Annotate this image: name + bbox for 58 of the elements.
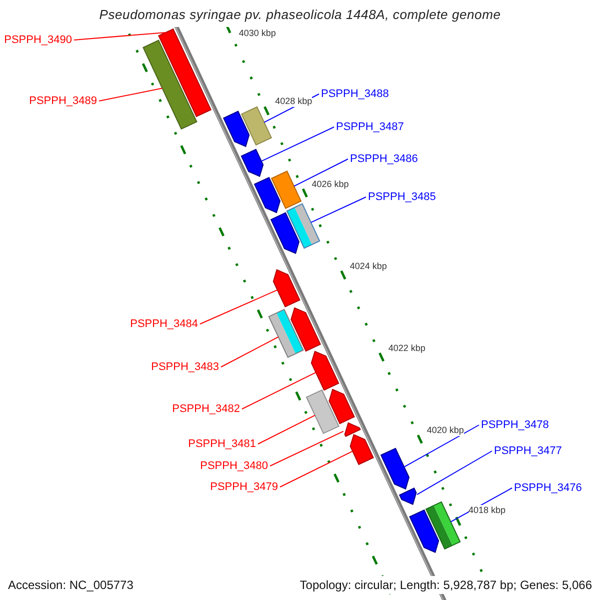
gene-label: PSPPH_3476 <box>514 481 582 495</box>
scale-label: 4022 kbp <box>388 342 426 354</box>
diagram-title: Pseudomonas syringae pv. phaseolicola 1448A, complete genome <box>99 7 501 24</box>
gene-label: PSPPH_3480 <box>200 459 268 473</box>
gene-label: PSPPH_3484 <box>130 317 198 331</box>
gene-label: PSPPH_3490 <box>4 33 72 47</box>
gene-label: PSPPH_3477 <box>494 444 562 458</box>
leader-line <box>280 450 354 488</box>
gene-label: PSPPH_3487 <box>336 120 404 134</box>
leader-line <box>404 424 480 468</box>
scale-label: 4020 kbp <box>426 425 464 436</box>
leader-line <box>98 88 163 102</box>
gene-feature <box>142 40 198 130</box>
gene-label: PSPPH_3489 <box>29 94 97 108</box>
leader-line <box>258 414 316 444</box>
gene-label: PSPPH_3478 <box>481 418 549 432</box>
scale-label: 4028 kbp <box>275 96 312 107</box>
gene-feature <box>158 28 212 118</box>
leader-line <box>74 32 166 40</box>
gene-feature <box>350 434 374 466</box>
gene-label: PSPPH_3482 <box>172 402 240 416</box>
gene-feature <box>328 388 355 424</box>
leader-line <box>200 289 278 324</box>
gene-feature <box>270 212 300 254</box>
scale-label: 4030 kbp <box>238 28 276 39</box>
gene-label: PSPPH_3486 <box>350 152 418 166</box>
gene-feature <box>254 176 281 214</box>
gene-feature <box>310 350 340 391</box>
gene-label: PSPPH_3479 <box>210 480 278 494</box>
gene-feature <box>268 308 304 358</box>
leader-line <box>270 430 344 466</box>
gene-feature <box>240 106 272 146</box>
gene-feature <box>344 422 361 437</box>
gene-feature <box>425 501 461 550</box>
leader-line <box>220 336 279 368</box>
gene-feature <box>272 269 300 308</box>
gene-feature <box>409 509 440 553</box>
gene-label: PSPPH_3483 <box>151 360 219 374</box>
scale-label: 4024 kbp <box>350 260 387 272</box>
gene-label: PSPPH_3488 <box>321 87 389 101</box>
leader-line <box>294 158 348 187</box>
gene-feature <box>380 448 410 490</box>
gene-feature <box>240 148 264 177</box>
gene-feature <box>286 203 320 249</box>
gene-feature <box>222 110 250 148</box>
leader-line <box>310 196 366 223</box>
genome-info-text: Topology: circular; Length: 5,928,787 bp; Genes: 5,066 <box>300 576 592 594</box>
gene-label: PSPPH_3485 <box>368 190 436 204</box>
scale-label: 4026 kbp <box>312 178 349 190</box>
gene-feature <box>270 170 302 209</box>
gene-feature <box>306 389 340 434</box>
leader-line <box>242 372 316 410</box>
gene-feature <box>398 488 417 505</box>
leader-line <box>260 126 334 162</box>
gene-label: PSPPH_3481 <box>188 437 256 451</box>
scale-label: 4018 kbp <box>468 505 506 516</box>
gene-feature <box>290 307 322 352</box>
leader-line <box>416 450 492 496</box>
